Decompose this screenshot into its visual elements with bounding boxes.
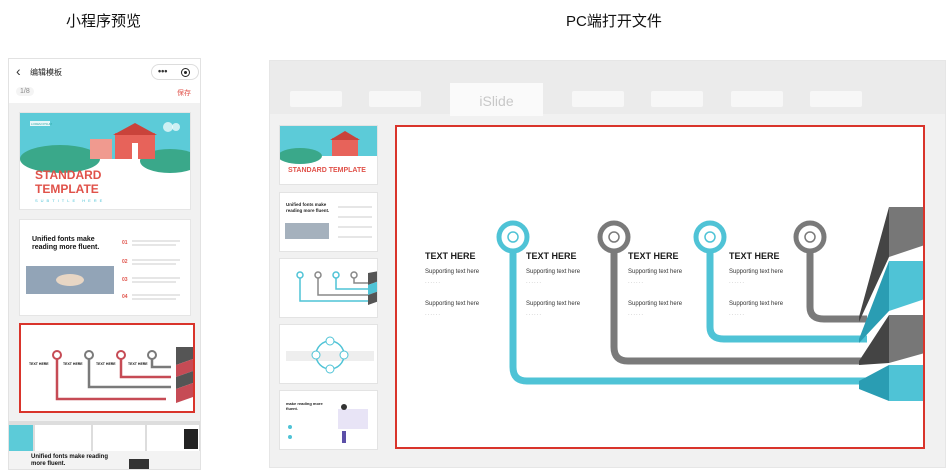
- miniprogram-preview-heading: 小程序预览: [66, 13, 142, 30]
- pc-thumb-illustration[interactable]: make reading more fluent.: [279, 390, 378, 450]
- pc-thumb-cover[interactable]: STANDARD TEMPLATE: [279, 125, 378, 185]
- node-4: [793, 220, 827, 254]
- item1-sub1: Supporting text here: [425, 269, 480, 275]
- item4-sub2: Supporting text here: [729, 301, 784, 307]
- item3-sub2: Supporting text here: [628, 301, 683, 307]
- strip-thumbnails: [9, 425, 200, 469]
- thumb-cycle-art: [286, 336, 374, 374]
- arrow-stack: [859, 207, 923, 401]
- pc-thumb-fonts[interactable]: Unified fonts make reading more fluent.: [279, 192, 378, 252]
- pc-thumb-cycle[interactable]: [279, 324, 378, 384]
- svg-text:TEXT HERE: TEXT HERE: [63, 362, 83, 366]
- item2-title: TEXT HERE: [526, 251, 577, 261]
- item3-sub1: Supporting text here: [628, 269, 683, 275]
- item3-title: TEXT HERE: [628, 251, 679, 261]
- pc-tab-bar: iSlide: [270, 61, 945, 116]
- phone-slide-timeline-selected[interactable]: TEXT HERE TEXT HERE TEXT HERE TEXT HERE: [19, 323, 195, 413]
- svg-text:TEXT HERE: TEXT HERE: [96, 362, 116, 366]
- phone-header: ‹ 编辑模板 ••• 1/8 保存: [9, 59, 200, 103]
- path-3: [706, 247, 867, 343]
- item4-title: TEXT HERE: [729, 251, 780, 261]
- pc-thumb-timeline[interactable]: [279, 258, 378, 318]
- slide2-title: Unified fonts make reading more fluent.: [32, 236, 100, 251]
- slide-canvas[interactable]: TEXT HERE Supporting text here ...... Su…: [395, 125, 925, 449]
- thumb-fonts-title: Unified fonts make reading more fluent.: [286, 202, 330, 213]
- cover-badge: LOREM IPSUM: [31, 122, 53, 126]
- timeline-diagram: [496, 207, 923, 401]
- cover-subtitle: SUBTITLE HERE: [35, 198, 106, 203]
- close-miniprogram-icon[interactable]: [181, 68, 190, 77]
- cover-illustration: [20, 113, 190, 173]
- thumb-timeline-art: [296, 271, 377, 305]
- node-1: [496, 220, 530, 254]
- tab-7[interactable]: [810, 91, 862, 107]
- num-01: 01: [122, 240, 128, 246]
- node-3: [693, 220, 727, 254]
- item3-dash1: ......: [628, 279, 645, 285]
- handshake-photo: [26, 266, 114, 294]
- back-icon[interactable]: ‹: [16, 63, 21, 79]
- phone-timeline-diagram: TEXT HERE TEXT HERE TEXT HERE TEXT HERE: [29, 347, 193, 403]
- pc-open-file-heading: PC端打开文件: [566, 13, 662, 30]
- item1-dash1: ......: [425, 279, 442, 285]
- num-03: 03: [122, 277, 128, 283]
- page-indicator: 1/8: [16, 87, 34, 96]
- item2-sub2: Supporting text here: [526, 301, 581, 307]
- tab-6[interactable]: [731, 91, 783, 107]
- tab-4[interactable]: [572, 91, 624, 107]
- item2-dash1: ......: [526, 279, 543, 285]
- path-2: [610, 247, 867, 365]
- item1-sub2: Supporting text here: [425, 301, 480, 307]
- thumb-cover-title: STANDARD TEMPLATE: [288, 167, 366, 174]
- item2-dash2: ......: [526, 311, 543, 317]
- phone-slide-fonts[interactable]: Unified fonts make reading more fluent. …: [19, 219, 191, 316]
- tab-1[interactable]: [290, 91, 342, 107]
- num-02: 02: [122, 259, 128, 265]
- item4-dash2: ......: [729, 311, 746, 317]
- svg-text:TEXT HERE: TEXT HERE: [29, 362, 49, 366]
- cover-title-1: STANDARD: [35, 168, 102, 182]
- item4-dash1: ......: [729, 279, 746, 285]
- save-button[interactable]: 保存: [177, 90, 191, 97]
- thumb-illustration-art: [288, 404, 368, 443]
- item1-title: TEXT HERE: [425, 251, 476, 261]
- item3-dash2: ......: [628, 311, 645, 317]
- num-04: 04: [122, 294, 128, 300]
- tab-2[interactable]: [369, 91, 421, 107]
- tab-islide[interactable]: iSlide: [450, 83, 543, 116]
- thumb-cover-art: [280, 126, 377, 164]
- strip-caption: Unified fonts make reading more fluent.: [31, 454, 109, 467]
- node-2: [597, 220, 631, 254]
- miniprogram-preview: ‹ 编辑模板 ••• 1/8 保存 LOREM IPSUM STANDARD T…: [8, 58, 201, 470]
- path-4: [806, 247, 867, 323]
- item4-sub1: Supporting text here: [729, 269, 784, 275]
- phone-title: 编辑模板: [30, 68, 62, 77]
- cover-title-2: TEMPLATE: [35, 182, 99, 196]
- thumb-illustration-title: make reading more fluent.: [286, 401, 323, 411]
- more-icon[interactable]: •••: [158, 66, 168, 76]
- path-1: [509, 247, 867, 385]
- item2-sub1: Supporting text here: [526, 269, 581, 275]
- thumb-fonts-art: [285, 206, 372, 239]
- svg-text:TEXT HERE: TEXT HERE: [128, 362, 148, 366]
- capsule-menu: •••: [151, 64, 199, 80]
- slide2-text-lines: [132, 240, 180, 300]
- phone-slide-strip[interactable]: Unified fonts make reading more fluent.: [9, 421, 200, 469]
- item1-dash2: ......: [425, 311, 442, 317]
- phone-slide-cover[interactable]: LOREM IPSUM STANDARD TEMPLATE SUBTITLE H…: [19, 112, 191, 210]
- tab-5[interactable]: [651, 91, 703, 107]
